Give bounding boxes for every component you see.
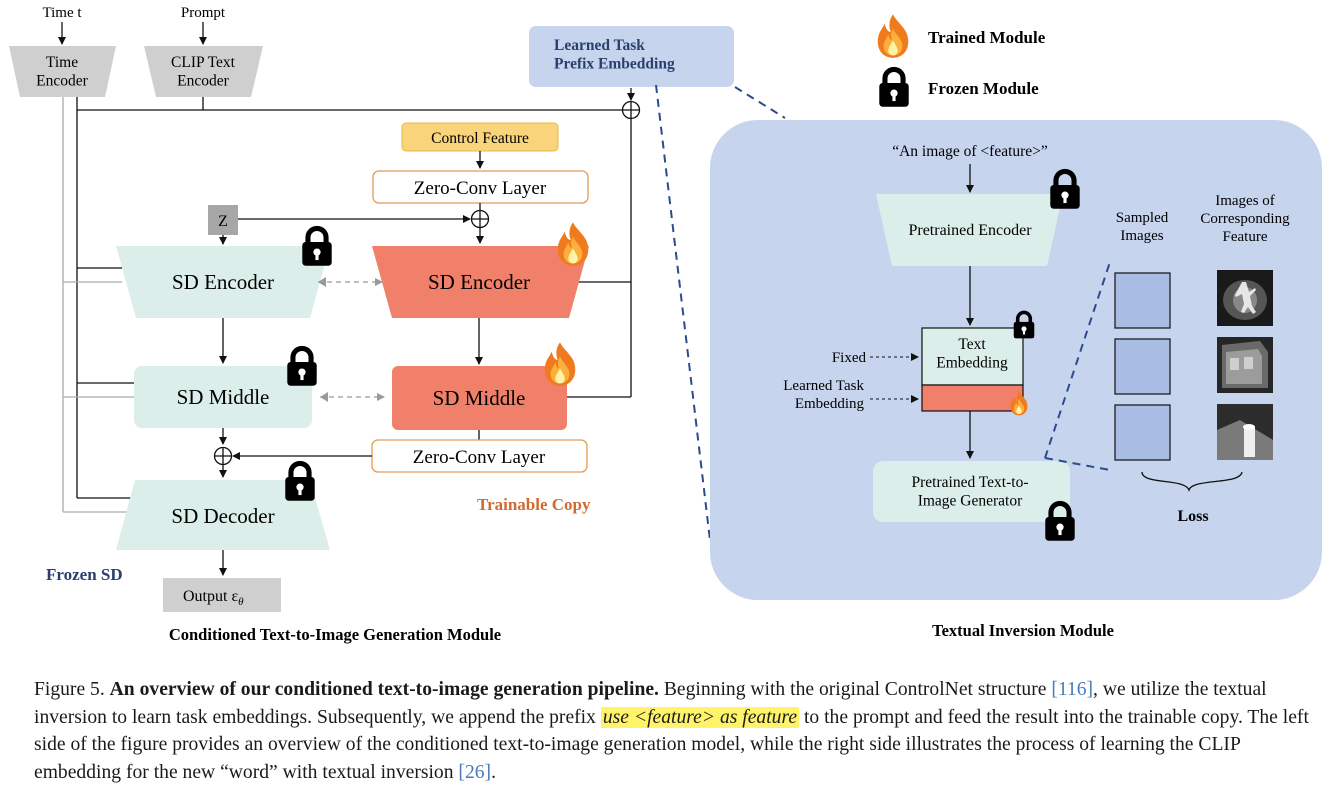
trainable-sd-encoder-block (372, 246, 589, 318)
latent-z-label: Z (218, 213, 228, 230)
lock-icon (287, 348, 316, 385)
citation-link-116[interactable]: [116] (1051, 679, 1094, 700)
feature-image-2 (1217, 337, 1273, 393)
legend-trained-label: Trained Module (928, 28, 1046, 47)
sampled-image-2 (1114, 338, 1171, 395)
frozen-sd-encoder-label: SD Encoder (172, 270, 274, 294)
add-node-decoder (213, 446, 233, 466)
add-node-z (470, 209, 490, 229)
fixed-label: Fixed (832, 350, 867, 366)
right-module-title: Textual Inversion Module (932, 621, 1114, 640)
feature-image-1 (1217, 270, 1273, 326)
flame-icon (877, 14, 909, 58)
flame-icon (557, 222, 589, 266)
textual-inversion-module: “An image of <feature>” Pretrained Encod… (710, 120, 1322, 640)
sampled-image-3 (1114, 404, 1171, 461)
zero-conv-bottom-label: Zero-Conv Layer (413, 447, 546, 468)
caption-highlight: use <feature> as feature (600, 706, 800, 728)
caption-figure-number: Figure 5. (34, 679, 105, 700)
legend-frozen-label: Frozen Module (928, 79, 1039, 98)
prompt-input-label: Prompt (181, 5, 226, 21)
output-label: Output εθ (183, 588, 244, 608)
frozen-sd-middle-block (134, 366, 312, 428)
frozen-sd-middle-label: SD Middle (177, 385, 270, 409)
figure-caption: Figure 5. An overview of our conditioned… (34, 676, 1324, 786)
trainable-copy-label: Trainable Copy (477, 495, 591, 514)
lock-icon (879, 69, 908, 106)
caption-text-1: Beginning with the original ControlNet s… (663, 679, 1047, 700)
text-embedding-block (921, 327, 1024, 386)
pretrained-encoder-label: Pretrained Encoder (908, 222, 1032, 239)
trainable-sd-encoder-label: SD Encoder (428, 270, 530, 294)
learned-prefix-embedding-block (529, 26, 734, 87)
caption-text-3: to the prompt and feed the result into t… (34, 706, 1309, 783)
frozen-sd-label: Frozen SD (46, 565, 123, 584)
zero-conv-top-label: Zero-Conv Layer (414, 178, 547, 199)
inversion-prompt-text: “An image of <feature>” (892, 143, 1048, 160)
sampled-image-1 (1114, 272, 1171, 329)
pretrained-generator-label: Pretrained Text-to-Image Generator (912, 474, 1029, 510)
add-node-prefix (621, 100, 641, 120)
caption-text-4: . (491, 761, 496, 783)
output-block (163, 578, 281, 612)
loss-label: Loss (1177, 508, 1208, 525)
pretrained-generator-block (873, 461, 1070, 522)
flame-icon (544, 342, 576, 386)
lock-icon (302, 228, 331, 265)
pretrained-encoder-block (876, 194, 1063, 266)
caption-bold-title: An overview of our conditioned text-to-i… (109, 679, 659, 700)
lock-icon (285, 463, 314, 500)
latent-z-block (208, 205, 238, 235)
frozen-sd-decoder-block (116, 480, 330, 550)
control-feature-label: Control Feature (431, 130, 529, 147)
frozen-sd-decoder-label: SD Decoder (171, 504, 274, 528)
time-input-label: Time t (42, 5, 82, 21)
learned-task-embedding-block (921, 384, 1024, 412)
clip-encoder-block (144, 46, 263, 97)
trainable-sd-middle-label: SD Middle (433, 386, 526, 410)
feature-image-3 (1217, 404, 1273, 460)
trainable-sd-middle-block (392, 366, 567, 430)
frozen-sd-encoder-block (116, 246, 330, 318)
legend: Trained Module Frozen Module (878, 14, 1046, 106)
caption-text-2: , we utilize the textual inversion to le… (34, 679, 1267, 728)
citation-link-26[interactable]: [26] (458, 761, 492, 783)
left-module-title: Conditioned Text-to-Image Generation Mod… (169, 625, 501, 644)
time-encoder-block (9, 46, 116, 97)
